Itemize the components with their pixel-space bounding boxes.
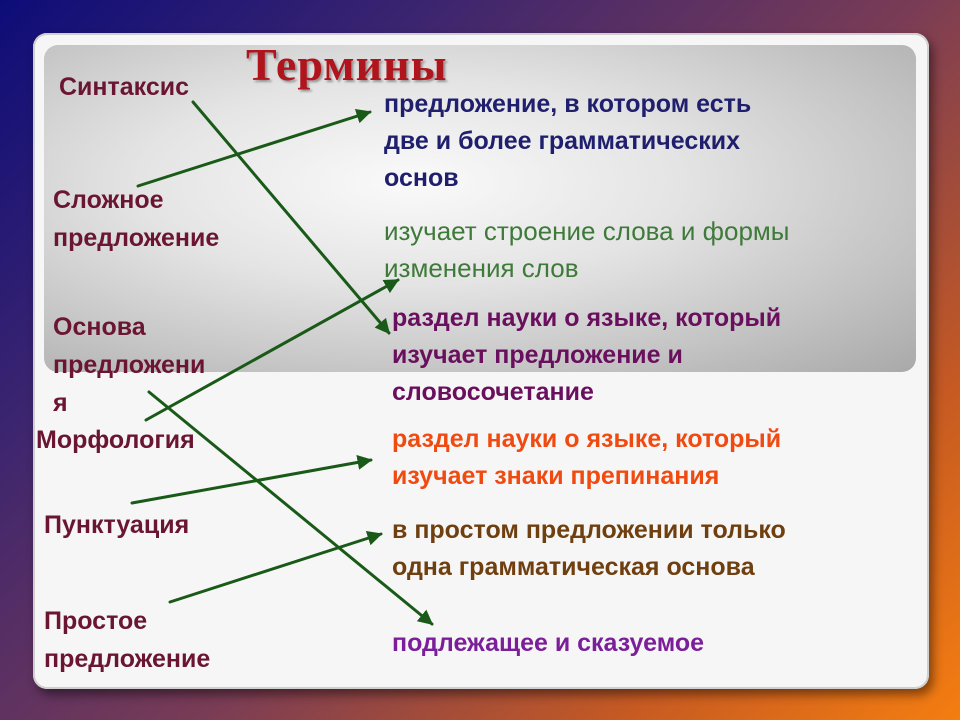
- term-morphology: Морфология: [36, 426, 195, 454]
- def-syntax-line-1: раздел науки о языке, который: [392, 304, 782, 332]
- def-syntax-line-3: словосочетание: [392, 378, 594, 406]
- def-simple-line-2: одна грамматическая основа: [392, 553, 755, 581]
- term-simple-sentence: Простое предложение: [44, 602, 210, 678]
- term-complex-line-1: Сложное: [53, 186, 164, 214]
- def-punctuation-line-1: раздел науки о языке, который: [392, 425, 782, 453]
- term-simple-line-1: Простое: [44, 607, 148, 635]
- arrow-syntax: [191, 100, 391, 335]
- arrow-complex-sentence: [136, 108, 372, 188]
- def-syntax-line-2: изучает предложение и: [392, 341, 683, 369]
- term-basis: Основа предложени я: [53, 308, 205, 422]
- term-basis-line-3: я: [53, 389, 68, 417]
- def-basis: подлежащее и сказуемое: [392, 629, 705, 657]
- def-punctuation: раздел науки о языке, который изучает зн…: [392, 421, 781, 495]
- term-basis-line-2: предложени: [53, 351, 206, 379]
- def-simple-sentence: в простом предложении только одна грамма…: [392, 512, 786, 586]
- def-morphology-line-2: изменения слов: [384, 253, 579, 283]
- term-basis-line-1: Основа: [53, 313, 146, 341]
- term-syntax: Синтаксис: [59, 73, 190, 101]
- arrow-punctuation: [130, 455, 373, 505]
- arrow-simple-sentence: [168, 531, 383, 604]
- term-simple-line-2: предложение: [44, 645, 211, 673]
- arrow-morphology: [144, 278, 400, 422]
- def-morphology: изучает строение слова и формы изменения…: [384, 213, 790, 287]
- def-complex-line-2: две и более грамматических: [384, 127, 741, 155]
- def-punctuation-line-2: изучает знаки препинания: [392, 462, 720, 490]
- def-complex-sentence: предложение, в котором есть две и более …: [384, 86, 751, 197]
- term-complex-line-2: предложение: [53, 224, 220, 252]
- term-punctuation: Пунктуация: [44, 511, 190, 539]
- top-panel: [44, 45, 916, 372]
- slide-title: Термины: [246, 39, 448, 90]
- def-complex-line-3: основ: [384, 164, 459, 192]
- def-simple-line-1: в простом предложении только: [392, 516, 786, 544]
- def-morphology-line-1: изучает строение слова и формы: [384, 216, 790, 246]
- def-syntax: раздел науки о языке, который изучает пр…: [392, 300, 781, 411]
- def-complex-line-1: предложение, в котором есть: [384, 90, 752, 118]
- arrow-basis: [147, 390, 434, 626]
- term-complex-sentence: Сложное предложение: [53, 181, 219, 257]
